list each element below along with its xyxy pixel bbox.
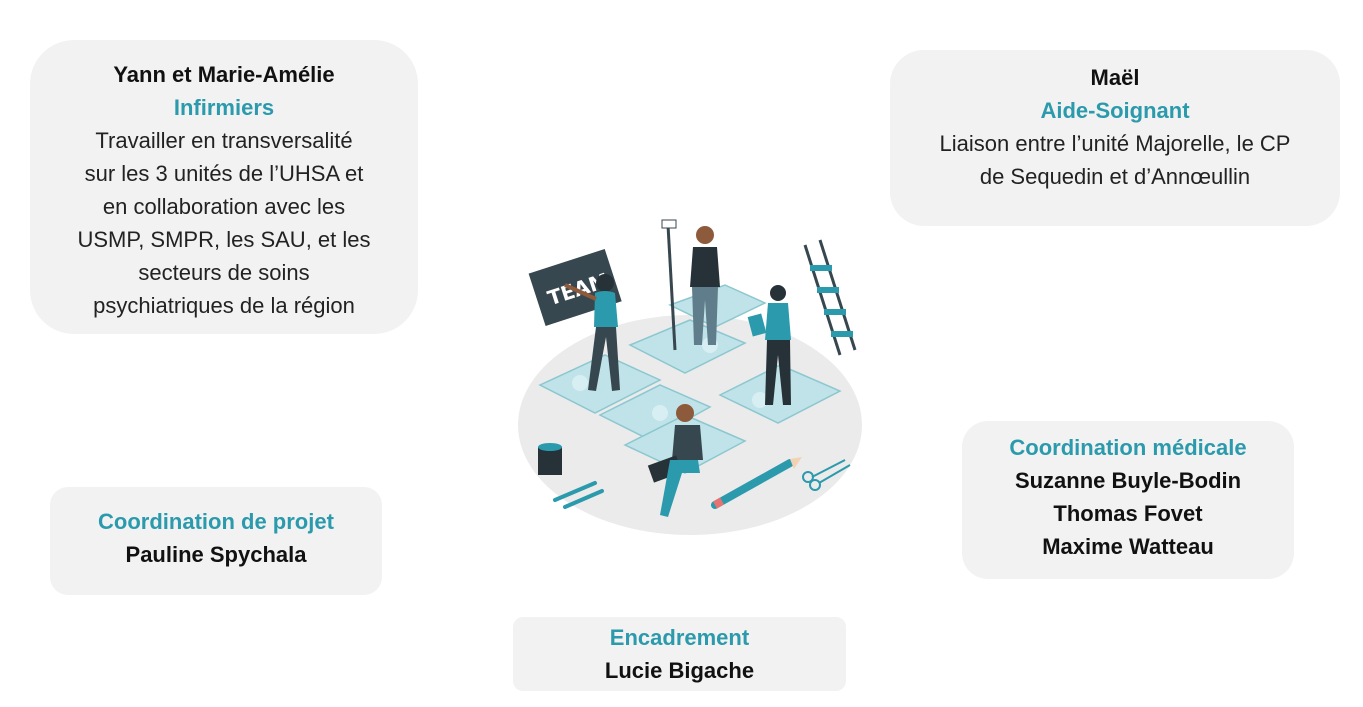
aide-name: Maël bbox=[1090, 65, 1140, 90]
aide-role: Aide-Soignant bbox=[1040, 98, 1190, 123]
medical-coordinator-name: Maxime Watteau bbox=[1042, 534, 1214, 559]
nurses-description-line: Travailler en transversalité bbox=[95, 128, 353, 153]
nurses-description-line: psychiatriques de la région bbox=[93, 293, 355, 318]
medical-coordination-role: Coordination médicale bbox=[1009, 435, 1247, 460]
nurses-description-line: USMP, SMPR, les SAU, et les bbox=[77, 227, 371, 252]
project-coordination-role: Coordination de projet bbox=[98, 509, 334, 534]
management-card: Encadrement Lucie Bigache bbox=[513, 617, 846, 691]
aide-description-line: Liaison entre l’unité Majorelle, le CP bbox=[939, 131, 1291, 156]
nurses-name: Yann et Marie-Amélie bbox=[113, 62, 335, 87]
medical-coordination-card: Coordination médicale Suzanne Buyle-Bodi… bbox=[962, 421, 1294, 579]
nurses-description-line: secteurs de soins bbox=[138, 260, 310, 285]
aide-soignant-card: Maël Aide-Soignant Liaison entre l’unité… bbox=[890, 50, 1340, 226]
medical-coordinator-name: Thomas Fovet bbox=[1053, 501, 1203, 526]
manager-name: Lucie Bigache bbox=[604, 658, 755, 683]
project-coordinator-name: Pauline Spychala bbox=[125, 542, 307, 567]
nurses-description-line: sur les 3 unités de l’UHSA et bbox=[84, 161, 364, 186]
team-puzzle-illustration: TEAM bbox=[518, 219, 862, 535]
nurses-card: Yann et Marie-Amélie Infirmiers Travaill… bbox=[30, 40, 418, 334]
project-coordination-card: Coordination de projet Pauline Spychala bbox=[50, 487, 382, 595]
nurses-description-line: en collaboration avec les bbox=[102, 194, 346, 219]
medical-coordinator-name: Suzanne Buyle-Bodin bbox=[1014, 468, 1242, 493]
nurses-role: Infirmiers bbox=[173, 95, 275, 120]
aide-description-line: de Sequedin et d’Annœullin bbox=[979, 164, 1251, 189]
management-role: Encadrement bbox=[609, 625, 750, 650]
